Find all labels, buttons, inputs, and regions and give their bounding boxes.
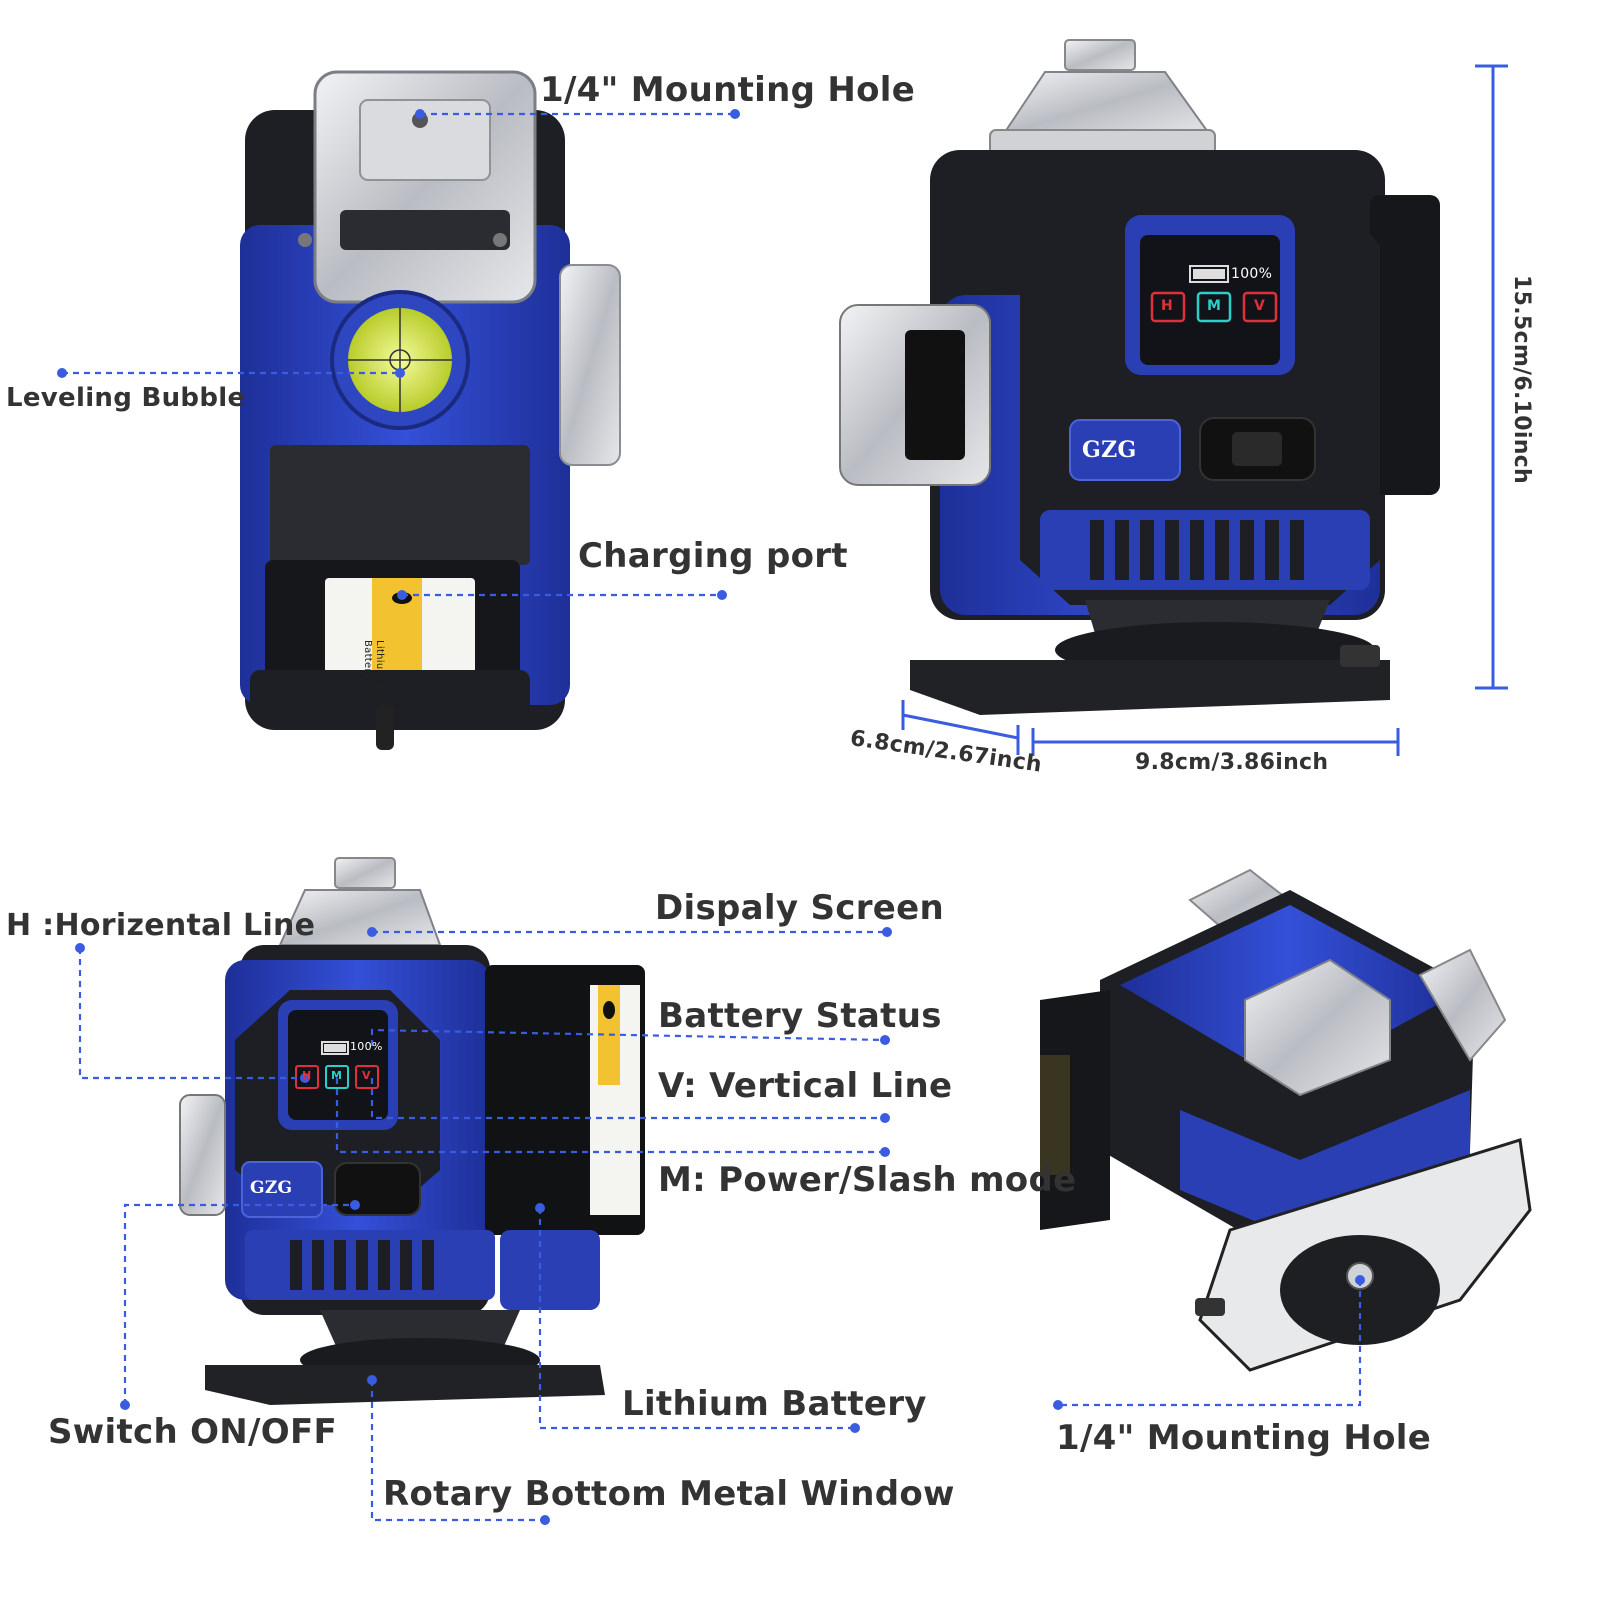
v-button-front: V <box>1254 298 1266 314</box>
charging-port-label: Charging port <box>578 536 848 576</box>
dimension-lines <box>901 64 1508 756</box>
battery-percent-angled: 100% <box>350 1040 383 1053</box>
width-dimension-label: 9.8cm/3.86inch <box>1135 750 1329 775</box>
leveling-bubble-label: Leveling Bubble <box>6 383 246 413</box>
m-button-front: M <box>1207 298 1222 314</box>
power-mode-label: M: Power/Slash mode <box>658 1160 1077 1200</box>
h-button-angled: H <box>302 1069 312 1082</box>
horizontal-line-label: H :Horizental Line <box>6 908 316 943</box>
display-screen-label: Dispaly Screen <box>655 888 944 928</box>
base-view-device <box>1040 868 1532 1372</box>
angled-view-device <box>179 857 645 1405</box>
callout-dots <box>57 109 1365 1525</box>
battery-label-line2: Battery <box>362 640 373 680</box>
battery-percent-front: 100% <box>1231 266 1273 282</box>
brand-logo-front: GZG <box>1082 437 1137 463</box>
callout-lines <box>62 112 1362 1522</box>
battery-status-label: Battery Status <box>658 996 942 1036</box>
mounting-hole-bottom-label: 1/4" Mounting Hole <box>1056 1418 1432 1458</box>
lithium-battery-label: Lithium Battery <box>622 1384 927 1424</box>
h-button-front: H <box>1161 298 1174 314</box>
rotary-bottom-label: Rotary Bottom Metal Window <box>383 1474 955 1514</box>
v-button-angled: V <box>362 1069 371 1082</box>
angled-power-switch <box>334 1162 421 1216</box>
mounting-hole-top-label: 1/4" Mounting Hole <box>540 70 916 110</box>
switch-on-off-label: Switch ON/OFF <box>48 1412 338 1452</box>
front-view-device <box>839 39 1440 715</box>
vertical-line-label: V: Vertical Line <box>658 1066 953 1106</box>
m-button-angled: M <box>331 1069 343 1082</box>
brand-logo-angled: GZG <box>250 1178 293 1198</box>
battery-label-line1: Lithium-ion <box>374 640 385 700</box>
height-dimension-label: 15.5cm/6.10inch <box>1509 275 1534 484</box>
top-view-device <box>240 70 621 750</box>
